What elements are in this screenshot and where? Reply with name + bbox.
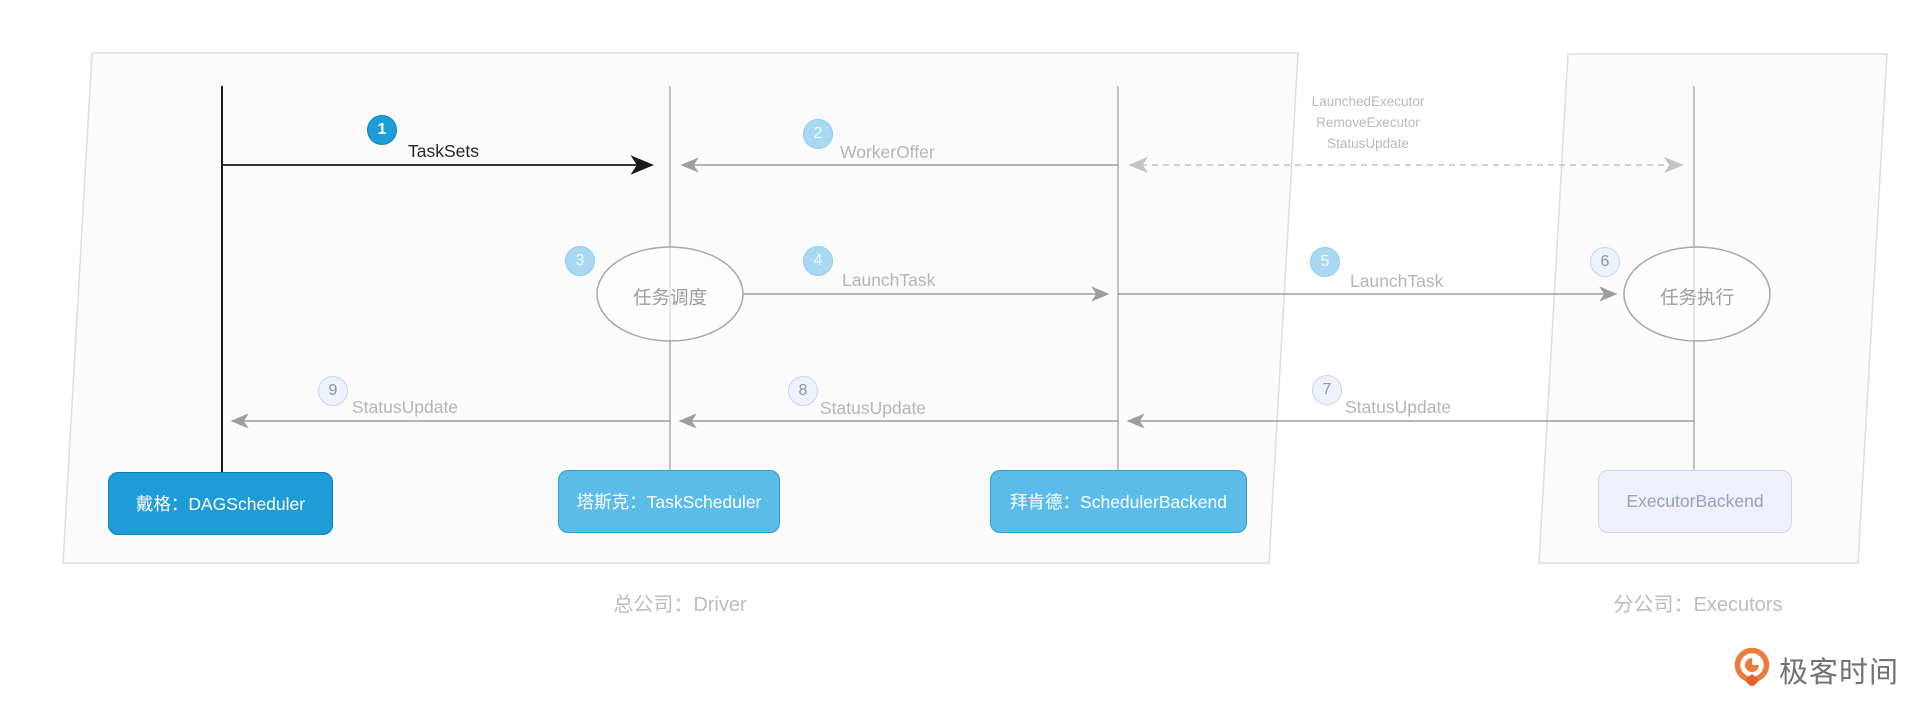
step-badge-9: 9 [318, 376, 348, 406]
step-badge-7: 7 [1312, 375, 1342, 405]
actor-box-executorbackend: ExecutorBackend [1598, 470, 1792, 533]
group-label-driver: 总公司：Driver [613, 594, 747, 616]
activity-label-scheduling: 任务调度 [632, 287, 707, 308]
executor-channel-line-3: StatusUpdate [1327, 136, 1409, 151]
geektime-logo-text: 极客时间 [1779, 656, 1900, 689]
step-badge-6: 6 [1590, 247, 1620, 277]
actor-box-dagscheduler: 戴格：DAGScheduler [108, 472, 333, 535]
step-badge-3: 3 [565, 246, 595, 276]
executor-channel-line-2: RemoveExecutor [1316, 115, 1420, 130]
geektime-logo-icon [1734, 647, 1770, 686]
step-badge-8: 8 [788, 376, 818, 406]
message-label-statusupdate-7: StatusUpdate [1345, 397, 1452, 417]
step-badge-5: 5 [1310, 247, 1340, 277]
message-label-tasksets: TaskSets [408, 141, 479, 161]
activity-ellipse-scheduling [596, 246, 744, 342]
message-label-launchtask-4: LaunchTask [842, 270, 936, 290]
message-label-workeroffer: WorkerOffer [840, 142, 935, 162]
actor-box-schedulerbackend: 拜肯德：SchedulerBackend [990, 470, 1247, 533]
actor-box-taskscheduler: 塔斯克：TaskScheduler [558, 470, 780, 533]
activity-ellipse-executing [1623, 246, 1771, 342]
group-label-executors: 分公司：Executors [1613, 594, 1783, 616]
executor-channel-label: LaunchedExecutor RemoveExecutor StatusUp… [1258, 91, 1478, 154]
message-label-statusupdate-8: StatusUpdate [820, 398, 927, 418]
step-badge-4: 4 [803, 246, 833, 276]
executor-channel-line-1: LaunchedExecutor [1311, 94, 1425, 109]
step-badge-2: 2 [803, 119, 833, 149]
message-label-statusupdate-9: StatusUpdate [352, 397, 459, 417]
message-label-launchtask-5: LaunchTask [1350, 271, 1444, 291]
activity-label-executing: 任务执行 [1659, 287, 1734, 308]
step-badge-1: 1 [367, 115, 397, 145]
geektime-logo: 极客时间 [1732, 646, 1899, 693]
